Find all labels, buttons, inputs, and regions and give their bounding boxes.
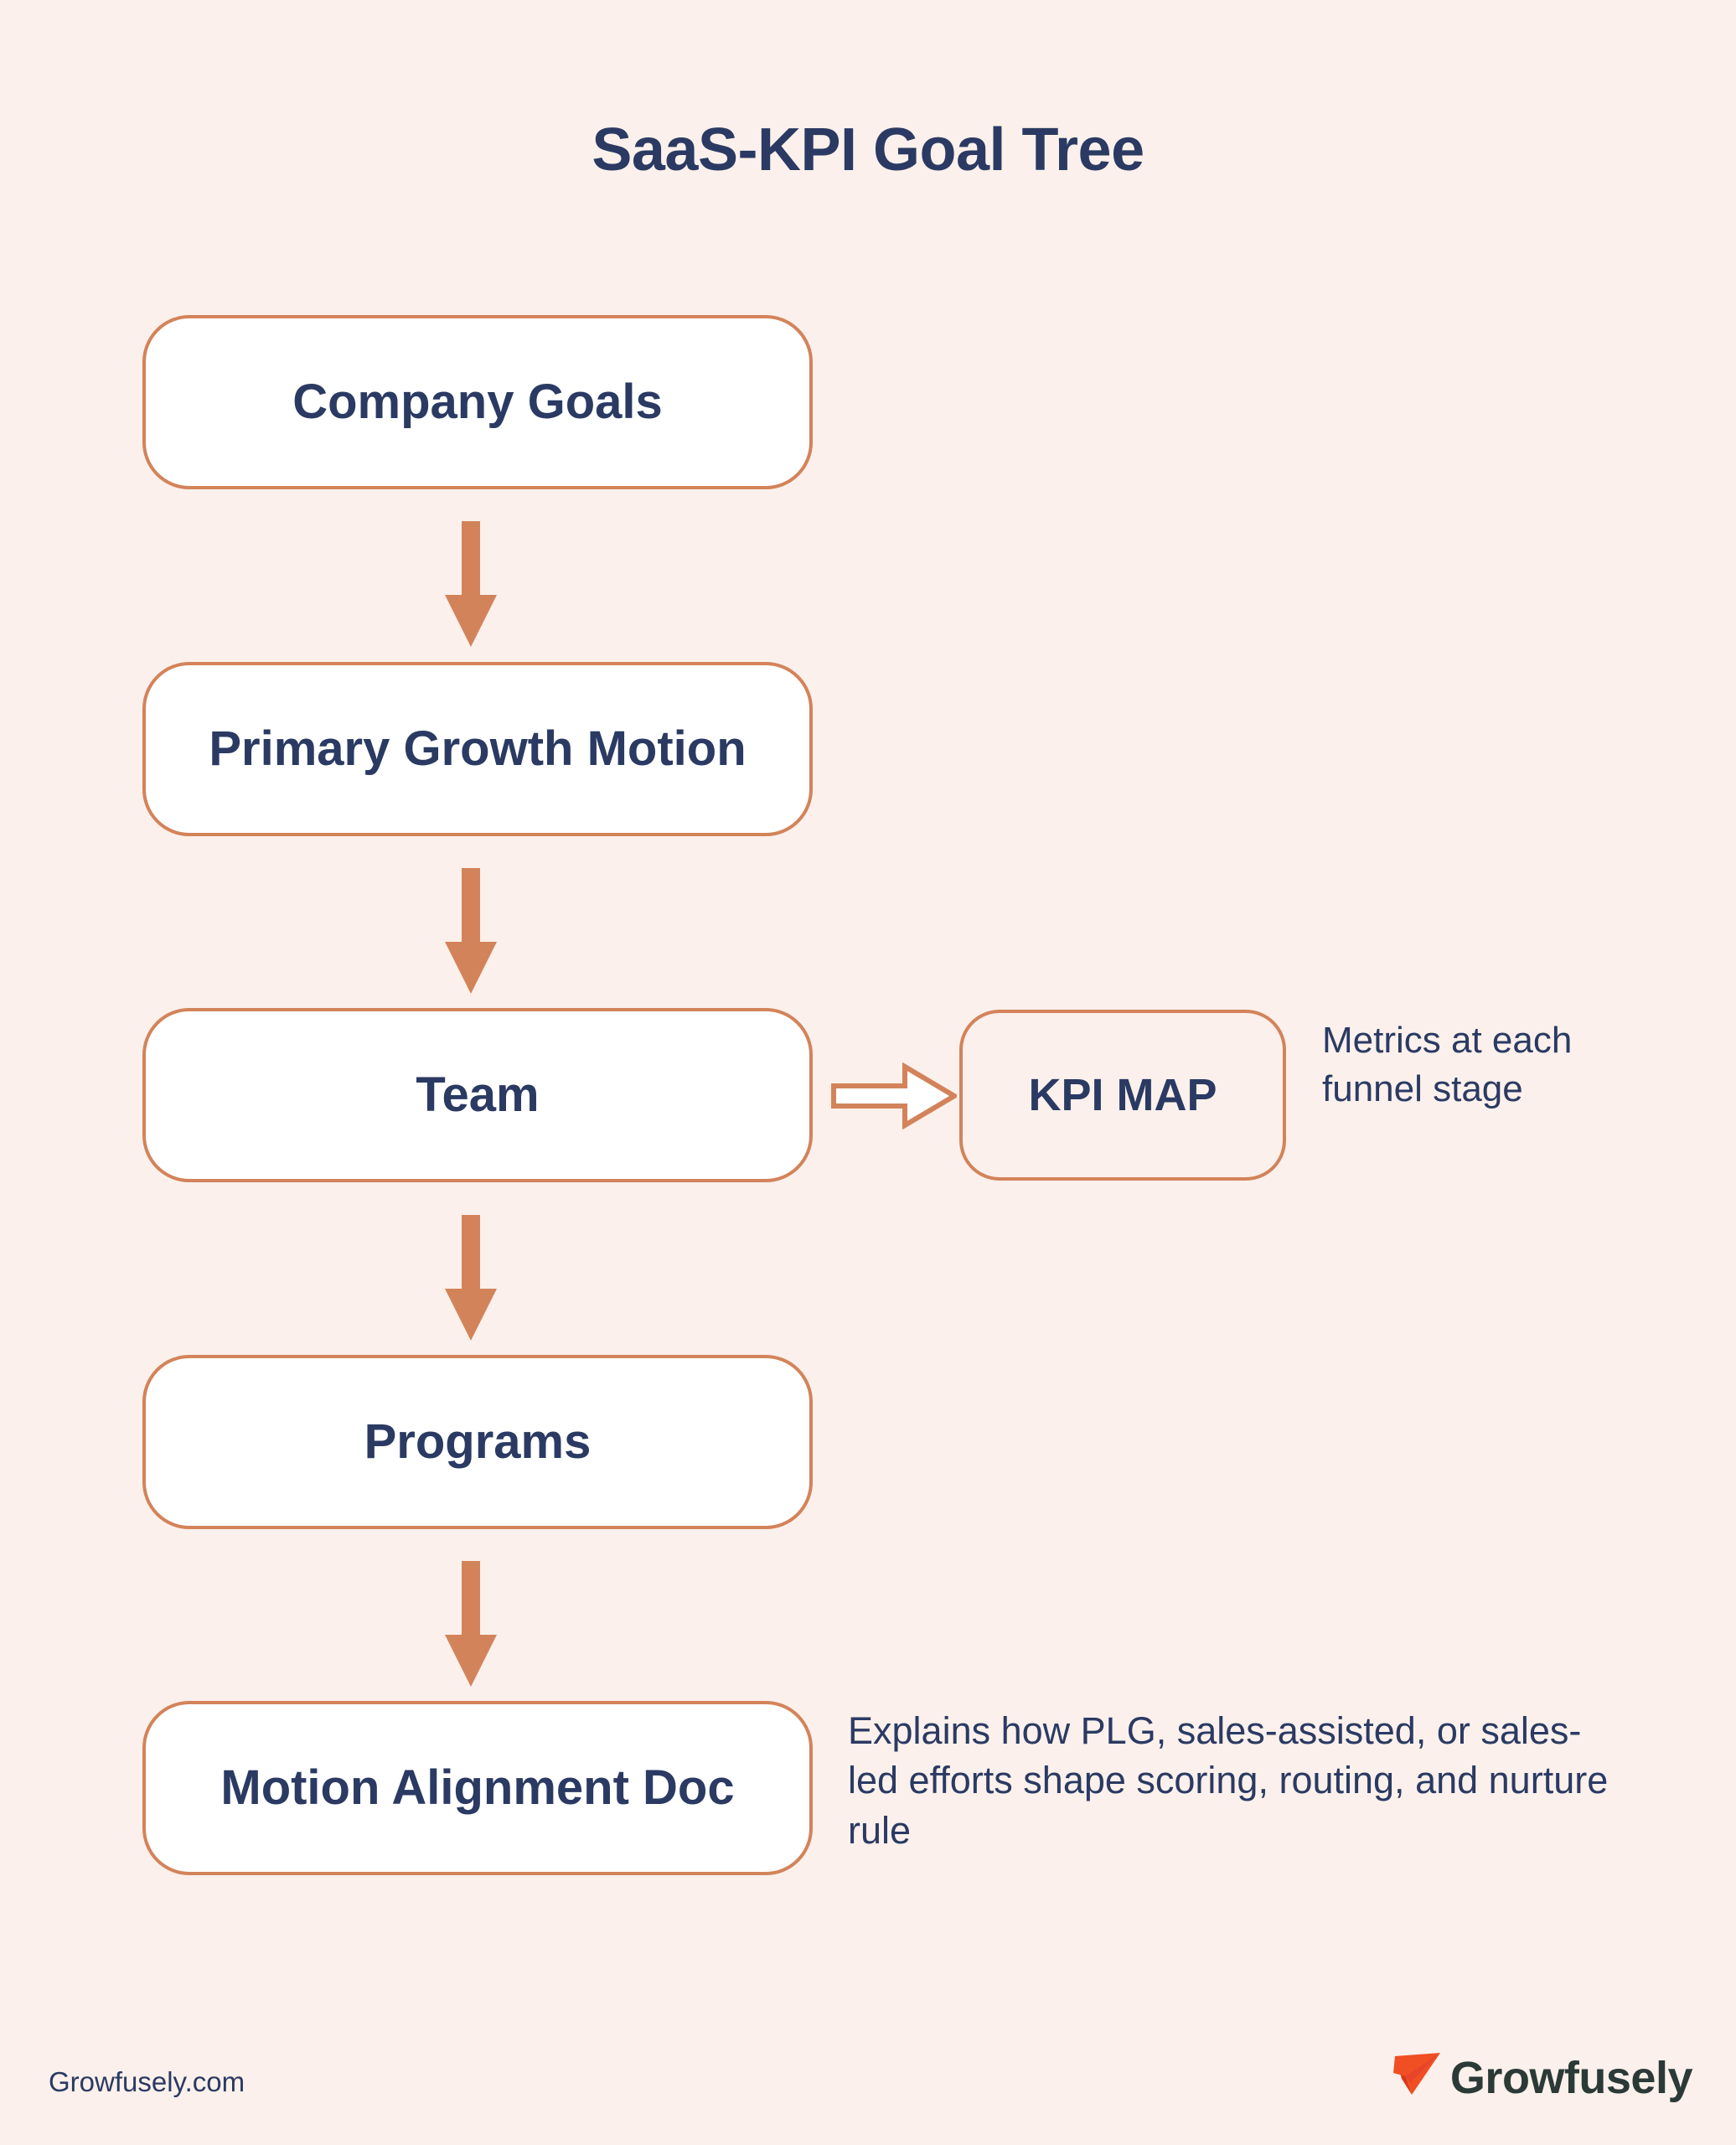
node-motion-alignment-doc[interactable]: Motion Alignment Doc — [142, 1701, 813, 1875]
right-arrow-outline-icon — [831, 1062, 959, 1130]
brand-name: Growfusely — [1449, 2053, 1693, 2103]
arrow-team-to-kpi-map — [831, 1062, 959, 1130]
annotation-kpi-map: Metrics at each funnel stage — [1322, 1020, 1573, 1110]
node-team-label: Team — [416, 1067, 540, 1122]
node-company-goals[interactable]: Company Goals — [142, 315, 813, 489]
down-arrow-icon — [445, 1215, 497, 1341]
arrow-growth-motion-to-team — [445, 868, 497, 994]
node-team[interactable]: Team — [142, 1008, 813, 1182]
node-motion-alignment-doc-label: Motion Alignment Doc — [220, 1760, 735, 1815]
page-title: SaaS-KPI Goal Tree — [592, 116, 1144, 183]
node-kpi-map[interactable]: KPI MAP — [959, 1010, 1286, 1181]
arrow-company-goals-to-growth-motion — [445, 521, 497, 647]
down-arrow-icon — [445, 1561, 497, 1687]
down-arrow-icon — [445, 868, 497, 994]
node-company-goals-label: Company Goals — [292, 374, 663, 429]
node-kpi-map-label: KPI MAP — [1028, 1069, 1217, 1120]
arrow-programs-to-motion-doc — [445, 1561, 497, 1687]
annotation-motion-alignment-doc: Explains how PLG, sales-assisted, or sal… — [848, 1709, 1609, 1852]
node-primary-growth-motion-label: Primary Growth Motion — [209, 721, 747, 776]
node-programs[interactable]: Programs — [142, 1355, 813, 1529]
brand-logo: Growfusely — [1392, 2048, 1693, 2108]
down-arrow-icon — [445, 521, 497, 647]
node-primary-growth-motion[interactable]: Primary Growth Motion — [142, 662, 813, 836]
footer-website-url[interactable]: Growfusely.com — [49, 2066, 245, 2097]
arrow-team-to-programs — [445, 1215, 497, 1341]
paper-plane-icon — [1392, 2053, 1440, 2095]
node-programs-label: Programs — [364, 1414, 592, 1469]
